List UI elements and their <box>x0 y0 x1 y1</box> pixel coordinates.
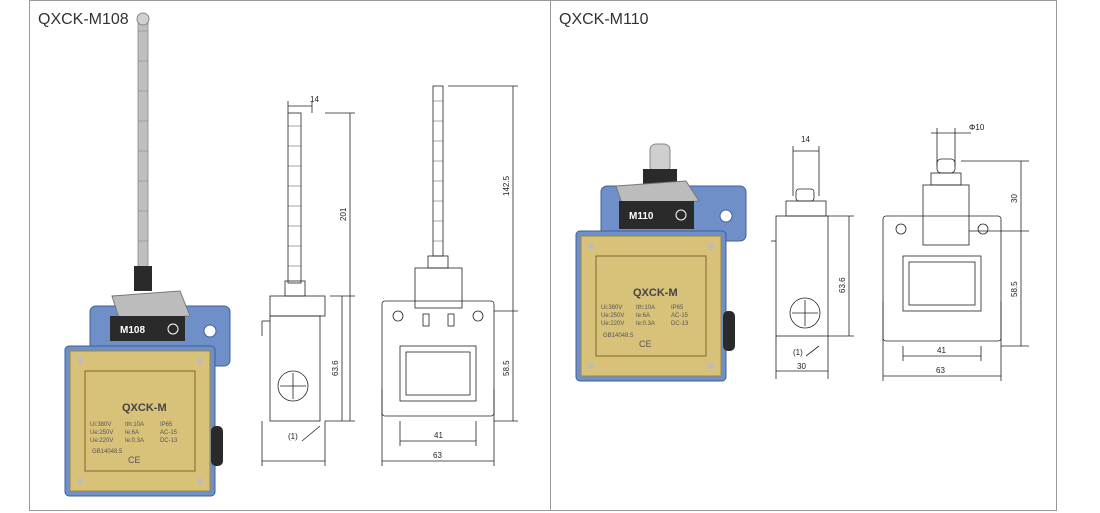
plate-spec: AC-15 <box>671 313 689 319</box>
plate-title: QXCK-M <box>633 287 678 299</box>
m108-photo: M108 QXCK-M Ui:380V Ith:10A IP65 Ue:250V… <box>64 12 231 497</box>
plate-spec: Ith:10A <box>125 422 144 428</box>
dim-body-height: 63.6 <box>331 360 340 376</box>
m108-side-drawing <box>261 101 355 466</box>
plate-spec: Ue:220V <box>601 321 624 327</box>
m110-photo: M110 QXCK-M Ui:380V Ith:10A IP65 Ue:250V… <box>575 143 747 382</box>
plate-title: QXCK-M <box>122 402 167 414</box>
dim-inner-width: 41 <box>937 346 946 355</box>
dim-front-body-height: 58.5 <box>502 360 511 376</box>
plate-spec: Ui:380V <box>601 305 622 311</box>
plate-std: GB14048.5 <box>603 333 634 339</box>
m110-figures: M110 QXCK-M Ui:380V Ith:10A IP65 Ue:250V… <box>575 123 1029 382</box>
plate-spec: Ie:6A <box>636 313 650 319</box>
head-label: M108 <box>120 325 145 336</box>
m110-front-drawing <box>882 128 1029 381</box>
plate-spec: IP65 <box>671 305 684 311</box>
head-label: M110 <box>629 211 654 222</box>
dim-side-width: 14 <box>801 135 810 144</box>
plate-spec: DC-13 <box>671 321 689 327</box>
plate-spec: Ue:250V <box>90 430 113 436</box>
dim-front-body-height: 58.5 <box>1010 281 1019 297</box>
dim-inner-width: 41 <box>434 431 443 440</box>
m110-side-drawing <box>771 146 854 379</box>
plate-spec: Ue:250V <box>601 313 624 319</box>
ce-mark: CE <box>639 339 652 349</box>
plate-spec: Ie:0.3A <box>636 321 655 327</box>
dim-side-width: 14 <box>310 95 319 104</box>
dim-total-height: 201 <box>339 207 348 221</box>
product-title: QXCK-M110 <box>559 11 649 28</box>
dim-note: (1) <box>793 348 803 357</box>
plate-spec: Ie:0.3A <box>125 438 144 444</box>
plate-spec: AC-15 <box>160 430 178 436</box>
plate-spec: Ie:6A <box>125 430 139 436</box>
dim-front-width: 63 <box>433 451 442 460</box>
panel-qxck-m110: QXCK-M110 M110 QXCK-M Ui:380V Ith:10A <box>550 0 1057 511</box>
panel-qxck-m108: QXCK-M108 M108 <box>29 0 550 511</box>
plate-spec: Ue:220V <box>90 438 113 444</box>
m108-front-drawing <box>381 85 518 466</box>
plate-spec: Ith:10A <box>636 305 655 311</box>
dim-side-depth: 30 <box>797 362 806 371</box>
dim-plunger-height: 30 <box>1010 194 1019 203</box>
dim-plunger-dia: Φ10 <box>969 123 985 132</box>
plate-std: GB14048.5 <box>92 449 123 455</box>
product-title: QXCK-M108 <box>38 11 129 28</box>
plate-spec: Ui:380V <box>90 422 111 428</box>
dim-rod-height: 142.5 <box>502 175 511 196</box>
ce-mark: CE <box>128 455 141 465</box>
dim-body-height: 63.6 <box>838 277 847 293</box>
plate-spec: IP65 <box>160 422 173 428</box>
plate-spec: DC-13 <box>160 438 178 444</box>
dim-note: (1) <box>288 432 298 441</box>
dim-front-width: 63 <box>936 366 945 375</box>
m108-figures: M108 QXCK-M Ui:380V Ith:10A IP65 Ue:250V… <box>64 12 518 497</box>
